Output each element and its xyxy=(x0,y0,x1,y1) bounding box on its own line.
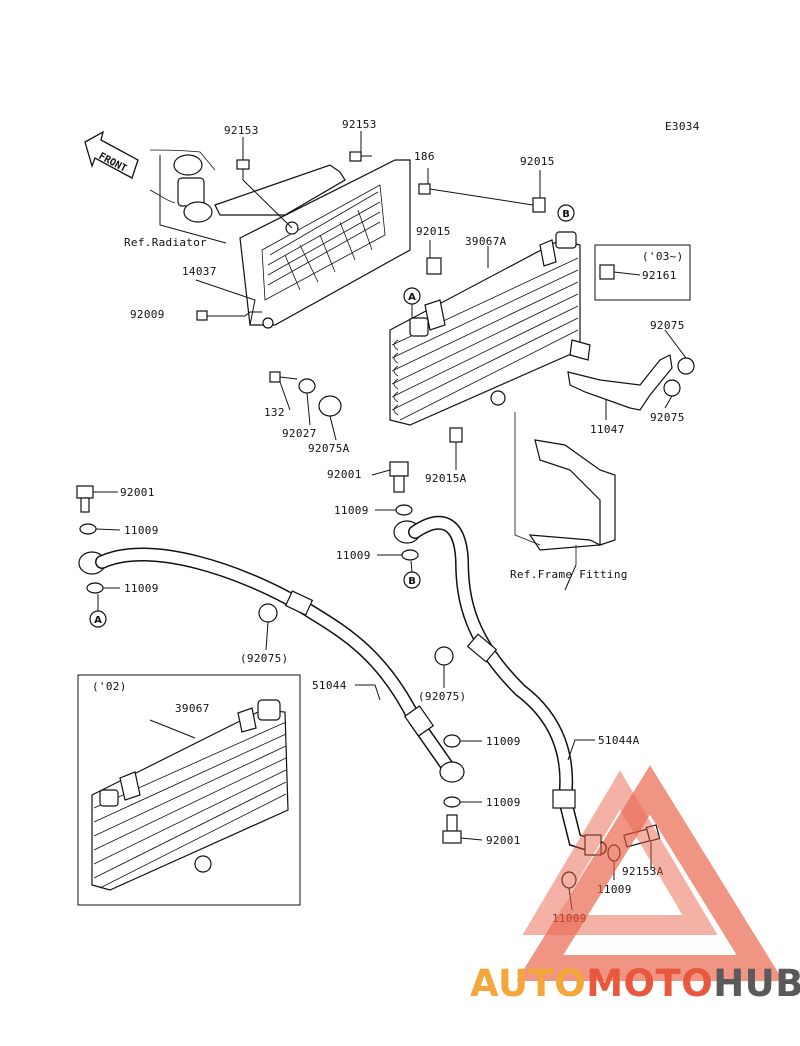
frame-fitting-reference xyxy=(514,412,616,565)
label-11009-m2: 11009 xyxy=(336,549,371,562)
label-186: 186 xyxy=(414,150,435,163)
label-11009-b2: 11009 xyxy=(486,796,521,809)
washer-11009-l2 xyxy=(86,582,104,594)
bolt-92009 xyxy=(196,310,262,321)
svg-text:A: A xyxy=(94,615,102,626)
collar-92027 xyxy=(298,378,316,394)
washer-11009-b1 xyxy=(443,734,461,748)
radiator-reference-sketch xyxy=(149,149,216,223)
bolt-186 xyxy=(418,183,431,195)
washer-11009-m2 xyxy=(401,549,419,561)
banjo-bolt-92001-bottom xyxy=(442,814,462,844)
year-03-box: ('03~) 92161 xyxy=(594,244,691,301)
bolt-92153-top xyxy=(349,151,372,162)
label-92009: 92009 xyxy=(130,308,165,321)
label-92075-paren1: (92075) xyxy=(240,652,288,665)
label-92075-r2: 92075 xyxy=(650,411,685,424)
marker-b-top: B xyxy=(557,204,575,222)
label-51044: 51044 xyxy=(312,679,347,692)
marker-a-left: A xyxy=(89,594,107,628)
label-92001-left: 92001 xyxy=(120,486,155,499)
label-11009-l1: 11009 xyxy=(124,524,159,537)
washer-11009-l1 xyxy=(79,523,97,535)
diagram-code: E3034 xyxy=(665,120,700,133)
label-11009-b1: 11009 xyxy=(486,735,521,748)
washer-11009-m1 xyxy=(395,504,413,516)
bracket-11047 xyxy=(567,339,695,411)
label-92153-left: 92153 xyxy=(224,124,259,137)
svg-text:A: A xyxy=(408,292,416,303)
label-11009-m1: 11009 xyxy=(334,504,369,517)
label-92075-r1: 92075 xyxy=(650,319,685,332)
front-arrow-icon: FRONT xyxy=(84,130,139,179)
washer-11009-b2 xyxy=(443,796,461,808)
marker-b-mid: B xyxy=(403,560,421,589)
label-39067A: 39067A xyxy=(465,235,507,248)
year-02-inset: ('02) xyxy=(77,674,301,906)
label-92075A: 92075A xyxy=(308,442,350,455)
label-51044A: 51044A xyxy=(598,734,640,747)
label-92153-top: 92153 xyxy=(342,118,377,131)
label-92001-bottom: 92001 xyxy=(486,834,521,847)
label-92161: 92161 xyxy=(642,269,677,282)
ref-frame-label: Ref.Frame Fitting xyxy=(510,568,628,581)
leader-lines xyxy=(93,131,687,911)
oil-hose-51044A xyxy=(408,515,607,856)
svg-text:B: B xyxy=(562,209,570,220)
watermark-text: AUTOMOTOHUB xyxy=(470,962,800,1005)
bolt-132 xyxy=(269,371,298,383)
ref-radiator-label: Ref.Radiator xyxy=(124,236,207,249)
clip-92015-top xyxy=(532,197,546,213)
grommet-92075-paren2 xyxy=(434,646,454,666)
oil-hose-51044 xyxy=(95,547,465,783)
cooler-shroud-14037 xyxy=(214,159,411,329)
label-92015-top: 92015 xyxy=(520,155,555,168)
label-11009-l2: 11009 xyxy=(124,582,159,595)
grommet-92075-paren1 xyxy=(258,603,278,623)
label-92015-mid: 92015 xyxy=(416,225,451,238)
label-11047: 11047 xyxy=(590,423,625,436)
oil-cooler-39067A xyxy=(389,231,581,443)
marker-a-top: A xyxy=(403,287,421,318)
label-92027: 92027 xyxy=(282,427,317,440)
banjo-bolt-92001-left xyxy=(76,485,94,513)
svg-text:B: B xyxy=(408,576,416,587)
label-92015A: 92015A xyxy=(425,472,467,485)
label-92153A: 92153A xyxy=(622,865,664,878)
label-92001-mid: 92001 xyxy=(327,468,362,481)
bolt-92153-left xyxy=(236,159,250,180)
watermark-logo xyxy=(516,765,784,981)
label-132: 132 xyxy=(264,406,285,419)
label-39067: 39067 xyxy=(175,702,210,715)
banjo-bolt-92001-mid xyxy=(389,461,409,493)
clip-92015-mid xyxy=(426,257,442,275)
year-03-label: ('03~) xyxy=(642,250,684,263)
label-92075-paren2: (92075) xyxy=(418,690,466,703)
label-14037: 14037 xyxy=(182,265,217,278)
year-02-label: ('02) xyxy=(92,680,127,693)
grommet-92075A xyxy=(318,395,342,417)
